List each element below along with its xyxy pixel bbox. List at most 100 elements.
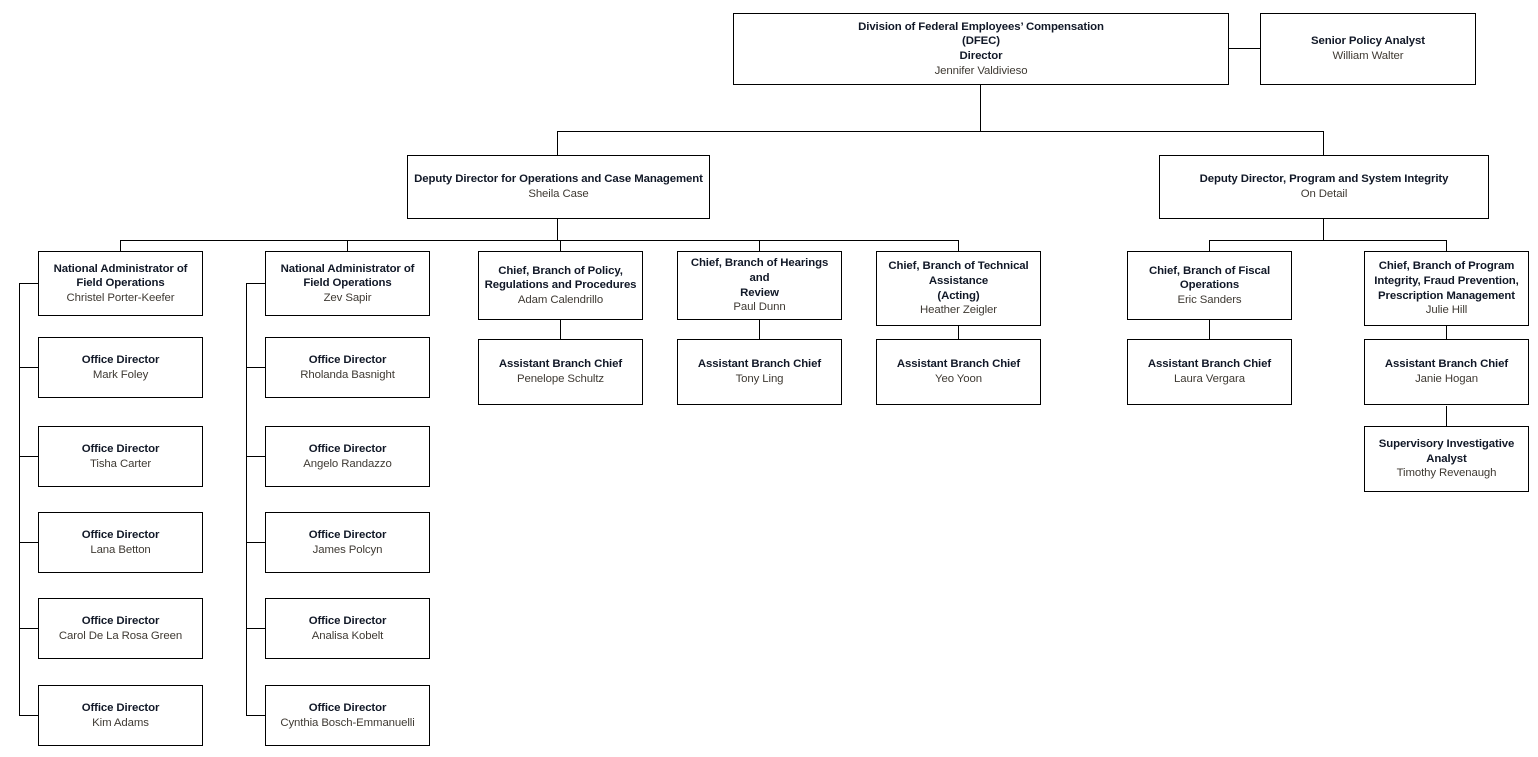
node-nafo-1-od-3-person: Lana Betton [90, 543, 151, 556]
connector-stub-nafo-2-od-2 [246, 456, 266, 458]
node-branch-policy-person: Adam Calendrillo [517, 293, 604, 306]
connector-director-to-senior-policy-analyst [1229, 48, 1260, 50]
connector-stub-nafo-2-od-1 [246, 367, 266, 369]
node-branch-fiscal-title-line-2: Operations [1179, 279, 1240, 292]
node-branch-program-integrity-title-line-1: Chief, Branch of Program [1378, 260, 1515, 273]
node-branch-technical-abc-person: Yeo Yoon [935, 373, 982, 385]
connector-abc-to-supervisory-investigative-analyst [1446, 406, 1448, 426]
node-national-administrator-field-operations-1[interactable]: National Administrator of Field Operatio… [38, 251, 203, 316]
node-branch-program-integrity-assistant-chief[interactable]: Assistant Branch Chief Janie Hogan [1364, 339, 1529, 405]
node-nafo-2-od-3-person: James Polcyn [312, 543, 383, 556]
node-nafo-1-od-5-person: Kim Adams [92, 716, 149, 729]
node-office-director-cynthia-bosch-emmanuelli[interactable]: Office Director Cynthia Bosch-Emmanuelli [265, 685, 430, 746]
node-branch-fiscal-operations[interactable]: Chief, Branch of Fiscal Operations Eric … [1127, 251, 1292, 320]
node-deputy-director-operations[interactable]: Deputy Director for Operations and Case … [407, 155, 710, 219]
node-branch-hearings-title-line-1: Chief, Branch of Hearings and [690, 257, 829, 284]
node-branch-policy[interactable]: Chief, Branch of Policy, Regulations and… [478, 251, 643, 320]
node-nafo-2-od-1-person: Rholanda Basnight [300, 368, 395, 381]
node-office-director-rholanda-basnight[interactable]: Office Director Rholanda Basnight [265, 337, 430, 398]
node-deputy-operations-title: Deputy Director for Operations and Case … [414, 173, 703, 186]
node-nafo-2-od-3-title: Office Director [308, 528, 387, 541]
node-office-director-mark-foley[interactable]: Office Director Mark Foley [38, 337, 203, 398]
connector-operations-stem [557, 219, 559, 241]
node-branch-policy-title-line-1: Chief, Branch of Policy, [498, 264, 623, 277]
connector-branch-hearings-to-abc [759, 320, 761, 339]
connector-drop-branch-program-integrity [1446, 240, 1448, 251]
node-office-director-kim-adams[interactable]: Office Director Kim Adams [38, 685, 203, 746]
node-supervisory-investigative-analyst-title-line-1: Supervisory Investigative [1378, 438, 1515, 451]
node-supervisory-investigative-analyst[interactable]: Supervisory Investigative Analyst Timoth… [1364, 426, 1529, 492]
connector-drop-branch-policy [560, 240, 562, 251]
connector-stub-nafo-1-od-3 [19, 542, 39, 544]
node-national-administrator-field-operations-2[interactable]: National Administrator of Field Operatio… [265, 251, 430, 316]
node-branch-fiscal-abc-title: Assistant Branch Chief [1147, 358, 1272, 371]
connector-stub-nafo-2-od-4 [246, 628, 266, 630]
node-office-director-lana-betton[interactable]: Office Director Lana Betton [38, 512, 203, 573]
node-branch-program-integrity-abc-title: Assistant Branch Chief [1384, 358, 1509, 371]
node-nafo-2-od-4-title: Office Director [308, 614, 387, 627]
node-nafo-1-od-1-person: Mark Foley [92, 368, 149, 381]
connector-branch-technical-to-abc [958, 326, 960, 339]
node-branch-hearings[interactable]: Chief, Branch of Hearings and Review Pau… [677, 251, 842, 320]
node-nafo-2-person: Zev Sapir [323, 291, 372, 304]
connector-stub-nafo-2-od-3 [246, 542, 266, 544]
node-office-director-james-polcyn[interactable]: Office Director James Polcyn [265, 512, 430, 573]
node-nafo-2-title-line-1: National Administrator of [280, 262, 415, 275]
node-nafo-2-od-1-title: Office Director [308, 353, 387, 366]
connector-integrity-bus [1209, 240, 1447, 242]
node-nafo-2-od-4-person: Analisa Kobelt [311, 629, 384, 642]
connector-stub-nafo-1-od-2 [19, 456, 39, 458]
node-branch-policy-abc-title: Assistant Branch Chief [498, 358, 623, 371]
node-branch-technical-abc-title: Assistant Branch Chief [896, 358, 1021, 371]
node-nafo-2-od-2-person: Angelo Randazzo [303, 457, 392, 470]
node-senior-policy-analyst[interactable]: Senior Policy Analyst William Walter [1260, 13, 1476, 85]
node-branch-technical-title-line-1: Chief, Branch of Technical [888, 260, 1029, 273]
connector-branch-program-integrity-to-abc [1446, 326, 1448, 339]
node-branch-hearings-assistant-chief[interactable]: Assistant Branch Chief Tony Ling [677, 339, 842, 405]
node-nafo-1-od-4-title: Office Director [81, 614, 160, 627]
node-director[interactable]: Division of Federal Employees’ Compensat… [733, 13, 1229, 85]
node-branch-policy-assistant-chief[interactable]: Assistant Branch Chief Penelope Schultz [478, 339, 643, 405]
node-office-director-angelo-randazzo[interactable]: Office Director Angelo Randazzo [265, 426, 430, 487]
connector-integrity-stem [1323, 219, 1325, 241]
node-nafo-1-od-2-person: Tisha Carter [89, 457, 152, 470]
connector-drop-deputy-operations [557, 131, 559, 155]
node-supervisory-investigative-analyst-title-line-2: Analyst [1426, 452, 1467, 465]
connector-stub-nafo-1-od-1 [19, 367, 39, 369]
node-branch-technical-title-line-3: (Acting) [937, 289, 980, 302]
connector-drop-nafo-1 [120, 240, 122, 251]
node-senior-policy-analyst-person: William Walter [1332, 50, 1404, 62]
node-branch-policy-title-line-2: Regulations and Procedures [484, 279, 637, 292]
node-branch-program-integrity-person: Julie Hill [1425, 304, 1468, 317]
node-nafo-1-title-line-2: Field Operations [76, 277, 165, 290]
node-nafo-2-od-5-person: Cynthia Bosch-Emmanuelli [280, 716, 415, 729]
node-branch-fiscal-title-line-1: Chief, Branch of Fiscal [1148, 264, 1271, 277]
node-office-director-carol-de-la-rosa-green[interactable]: Office Director Carol De La Rosa Green [38, 598, 203, 659]
node-office-director-analisa-kobelt[interactable]: Office Director Analisa Kobelt [265, 598, 430, 659]
connector-stub-nafo-1 [19, 283, 39, 285]
node-branch-program-integrity[interactable]: Chief, Branch of Program Integrity, Frau… [1364, 251, 1529, 326]
node-branch-hearings-abc-title: Assistant Branch Chief [697, 358, 822, 371]
connector-stub-nafo-2 [246, 283, 266, 285]
node-nafo-1-od-4-person: Carol De La Rosa Green [58, 629, 183, 642]
connector-drop-branch-technical [958, 240, 960, 251]
node-branch-technical-person: Heather Zeigler [919, 304, 997, 317]
node-branch-technical-assistance[interactable]: Chief, Branch of Technical Assistance (A… [876, 251, 1041, 326]
node-director-person: Jennifer Valdivieso [934, 64, 1028, 77]
node-director-title-line-2: (DFEC) [962, 35, 1000, 48]
node-branch-hearings-title-line-2: Review [740, 286, 779, 299]
node-branch-fiscal-assistant-chief[interactable]: Assistant Branch Chief Laura Vergara [1127, 339, 1292, 405]
node-nafo-1-od-3-title: Office Director [81, 528, 160, 541]
connector-stub-nafo-2-od-5 [246, 715, 266, 717]
node-nafo-1-od-1-title: Office Director [81, 353, 160, 366]
connector-branch-policy-to-abc [560, 320, 562, 339]
node-branch-hearings-person: Paul Dunn [733, 301, 786, 314]
connector-spine-column-2 [246, 283, 248, 716]
node-deputy-integrity-person: On Detail [1300, 188, 1348, 200]
node-deputy-director-integrity[interactable]: Deputy Director, Program and System Inte… [1159, 155, 1489, 219]
node-branch-program-integrity-abc-person: Janie Hogan [1415, 373, 1478, 385]
node-branch-technical-assistant-chief[interactable]: Assistant Branch Chief Yeo Yoon [876, 339, 1041, 405]
node-nafo-1-od-5-title: Office Director [81, 701, 160, 714]
node-branch-fiscal-abc-person: Laura Vergara [1174, 373, 1245, 385]
node-office-director-tisha-carter[interactable]: Office Director Tisha Carter [38, 426, 203, 487]
